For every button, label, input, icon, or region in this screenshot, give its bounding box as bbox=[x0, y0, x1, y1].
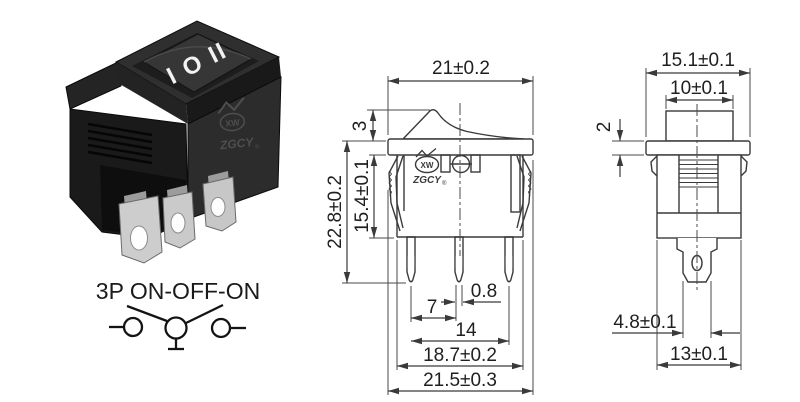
fv-terminals bbox=[406, 236, 514, 283]
dim-label-sv-terminal-width: 4.8±0.1 bbox=[613, 312, 676, 333]
sv-rocker bbox=[665, 110, 734, 142]
side-view-drawing: 15.1±0.1 10±0.1 2 4.8±0.1 13±0.1 bbox=[594, 50, 751, 370]
brand-logo-photo: XW ZGCY ® bbox=[217, 97, 261, 153]
fv-clip-right-serration bbox=[527, 170, 532, 197]
photo-bezel-left bbox=[116, 62, 188, 124]
dim-label-sv-flange-thickness: 2 bbox=[594, 122, 615, 133]
fv-terminal bbox=[454, 236, 464, 283]
logo-brand-text: ZGCY bbox=[412, 175, 442, 186]
dim-label-terminal-span: 14 bbox=[455, 320, 477, 341]
dim-label-terminal-pitch: 7 bbox=[427, 297, 438, 318]
dim-label-body-depth: 15.4±0.1 bbox=[352, 159, 373, 233]
logo-mark-text: XW bbox=[421, 161, 434, 170]
product-photo: I O II XW ZGCY ® bbox=[65, 20, 282, 264]
sv-flange bbox=[645, 140, 751, 156]
logo-wing-icon bbox=[217, 97, 245, 115]
dim-label-overall-height: 22.8±0.2 bbox=[325, 175, 346, 249]
fv-ext-overall-width bbox=[387, 160, 534, 395]
body-ribs bbox=[87, 122, 153, 165]
fv-terminal-band bbox=[407, 256, 415, 268]
sv-ext-flange-width bbox=[645, 68, 751, 137]
dim-label-overall-width: 21.5±0.3 bbox=[423, 370, 497, 391]
fv-terminal-band bbox=[505, 256, 513, 268]
switch-function-label: 3P ON-OFF-ON bbox=[96, 278, 260, 304]
symbol-blade-left bbox=[126, 304, 168, 323]
dim-label-sv-flange-width: 15.1±0.1 bbox=[661, 50, 735, 71]
sv-ribs bbox=[679, 159, 718, 188]
photo-flange bbox=[65, 61, 122, 110]
terminal-hole bbox=[170, 212, 186, 234]
fv-ext-terminal-thickness bbox=[455, 285, 463, 321]
dim-label-sv-body-width: 13±0.1 bbox=[670, 344, 728, 365]
symbol-contact-common bbox=[164, 316, 188, 340]
terminals bbox=[118, 171, 237, 264]
terminal-hole bbox=[210, 197, 226, 217]
fv-clip-left-serration bbox=[388, 170, 393, 197]
fv-housing-tab bbox=[470, 154, 481, 173]
fv-terminal-band bbox=[455, 256, 463, 268]
front-view-drawing: XW ZGCY ® 21±0.2 3 15.4±0.1 22.8±0.2 bbox=[325, 58, 534, 395]
fv-housing-tab bbox=[440, 154, 451, 173]
dim-label-body-width: 18.7±0.2 bbox=[423, 345, 497, 366]
logo-brand-text: ZGCY bbox=[218, 135, 255, 153]
sv-clip-right bbox=[740, 155, 748, 177]
sv-body bbox=[656, 154, 742, 239]
logo-registered-text: ® bbox=[255, 143, 261, 150]
fv-rocker-profile bbox=[401, 109, 525, 140]
rocker-highlight bbox=[143, 45, 252, 63]
fv-ext-body-width bbox=[396, 240, 524, 370]
sv-clip-left bbox=[650, 155, 658, 177]
logo-oval-icon bbox=[219, 112, 246, 132]
photo-bezel-front bbox=[186, 57, 281, 124]
symbol-contact-right bbox=[210, 317, 232, 339]
fv-terminal bbox=[504, 236, 514, 283]
fv-ext-lines bbox=[387, 76, 534, 135]
sv-ext-terminal-width bbox=[682, 281, 712, 338]
circuit-symbol: 3P ON-OFF-ON bbox=[96, 278, 260, 351]
sv-ext-flange-thickness bbox=[612, 140, 644, 156]
fv-housing-slot bbox=[510, 154, 521, 213]
symbol-blade-right bbox=[185, 303, 224, 325]
dim-label-rocker-height: 3 bbox=[350, 121, 371, 132]
sv-ext-body-width bbox=[656, 240, 742, 370]
dim-label-sv-rocker-width: 10±0.1 bbox=[670, 78, 728, 99]
symbol-contact-left bbox=[122, 316, 144, 338]
logo-wing-icon bbox=[415, 148, 437, 158]
dim-label-terminal-thickness: 0.8 bbox=[471, 281, 497, 302]
terminal-hole bbox=[130, 225, 148, 251]
dim-label-flange-width: 21±0.2 bbox=[432, 58, 490, 79]
logo-mark-text: XW bbox=[225, 117, 241, 129]
logo-registered-text: ® bbox=[442, 180, 447, 187]
fv-terminal bbox=[406, 236, 416, 283]
brand-logo-front-view: XW ZGCY ® bbox=[412, 148, 447, 187]
logo-oval-icon bbox=[414, 155, 440, 174]
